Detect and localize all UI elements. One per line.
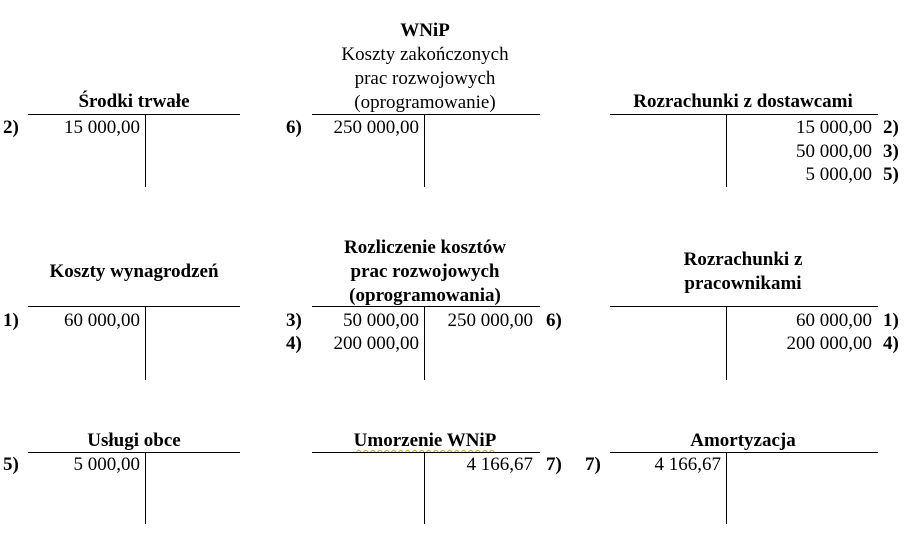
account-title: Koszty wynagrodzeń [49, 261, 219, 282]
account-title-line: Rozliczenie kosztów [344, 237, 506, 258]
debit-amount: 200 000,00 [333, 333, 420, 354]
t-account-divider [726, 452, 727, 524]
t-account-top-line [28, 452, 240, 453]
account-title-line: (oprogramowania) [349, 285, 501, 306]
t-account-divider [726, 306, 727, 380]
t-account-top-line [610, 452, 878, 453]
t-account-divider [424, 114, 425, 187]
t-account-divider [424, 452, 425, 524]
account-title-line: WNiP [400, 20, 450, 41]
t-account-top-line [312, 452, 540, 453]
entry-ref: 3) [883, 141, 899, 162]
account-title: Amortyzacja [690, 430, 796, 451]
t-account-divider [145, 452, 146, 524]
credit-amount: 60 000,00 [796, 310, 872, 331]
debit-amount: 60 000,00 [64, 310, 140, 331]
credit-amount: 50 000,00 [796, 141, 872, 162]
credit-amount: 250 000,00 [447, 310, 534, 331]
t-account-top-line [312, 306, 540, 307]
credit-amount: 15 000,00 [796, 117, 872, 138]
t-account-top-line [28, 114, 240, 115]
entry-ref: 6) [546, 310, 562, 331]
account-title-line: pracownikami [684, 273, 802, 294]
credit-amount: 5 000,00 [805, 164, 873, 185]
debit-amount: 50 000,00 [343, 310, 419, 331]
credit-amount: 200 000,00 [786, 333, 873, 354]
t-account-divider [424, 306, 425, 380]
entry-ref: 4) [286, 333, 302, 354]
debit-amount: 5 000,00 [73, 454, 141, 475]
entry-ref: 6) [286, 117, 302, 138]
debit-amount: 15 000,00 [64, 117, 140, 138]
account-title: Umorzenie WNiP [310, 430, 540, 451]
account-title-line: prac rozwojowych [350, 261, 500, 282]
account-title-line: Rozrachunki z [683, 249, 803, 270]
credit-amount: 4 166,67 [466, 454, 534, 475]
t-account-top-line [610, 114, 878, 115]
entry-ref: 3) [286, 310, 302, 331]
entry-ref: 1) [3, 310, 19, 331]
t-account-top-line [28, 306, 240, 307]
debit-amount: 4 166,67 [654, 454, 722, 475]
t-account-top-line [610, 306, 878, 307]
t-account-top-line [312, 114, 540, 115]
account-title: Środki trwałe [78, 91, 190, 112]
entry-ref: 7) [546, 454, 562, 475]
entry-ref: 7) [585, 454, 601, 475]
t-account-divider [145, 306, 146, 380]
account-title-text: Umorzenie WNiP [353, 430, 497, 451]
account-title-line: (oprogramowanie) [354, 92, 496, 113]
entry-ref: 4) [883, 333, 899, 354]
t-account-divider [145, 114, 146, 187]
account-title: Rozrachunki z dostawcami [633, 91, 853, 112]
account-title: Usługi obce [87, 430, 181, 451]
entry-ref: 5) [3, 454, 19, 475]
entry-ref: 1) [883, 310, 899, 331]
t-account-divider [726, 114, 727, 187]
entry-ref: 2) [883, 117, 899, 138]
account-title-line: Koszty zakończonych [341, 44, 509, 65]
entry-ref: 5) [883, 164, 899, 185]
account-title-line: prac rozwojowych [354, 68, 496, 89]
entry-ref: 2) [3, 117, 19, 138]
debit-amount: 250 000,00 [333, 117, 420, 138]
